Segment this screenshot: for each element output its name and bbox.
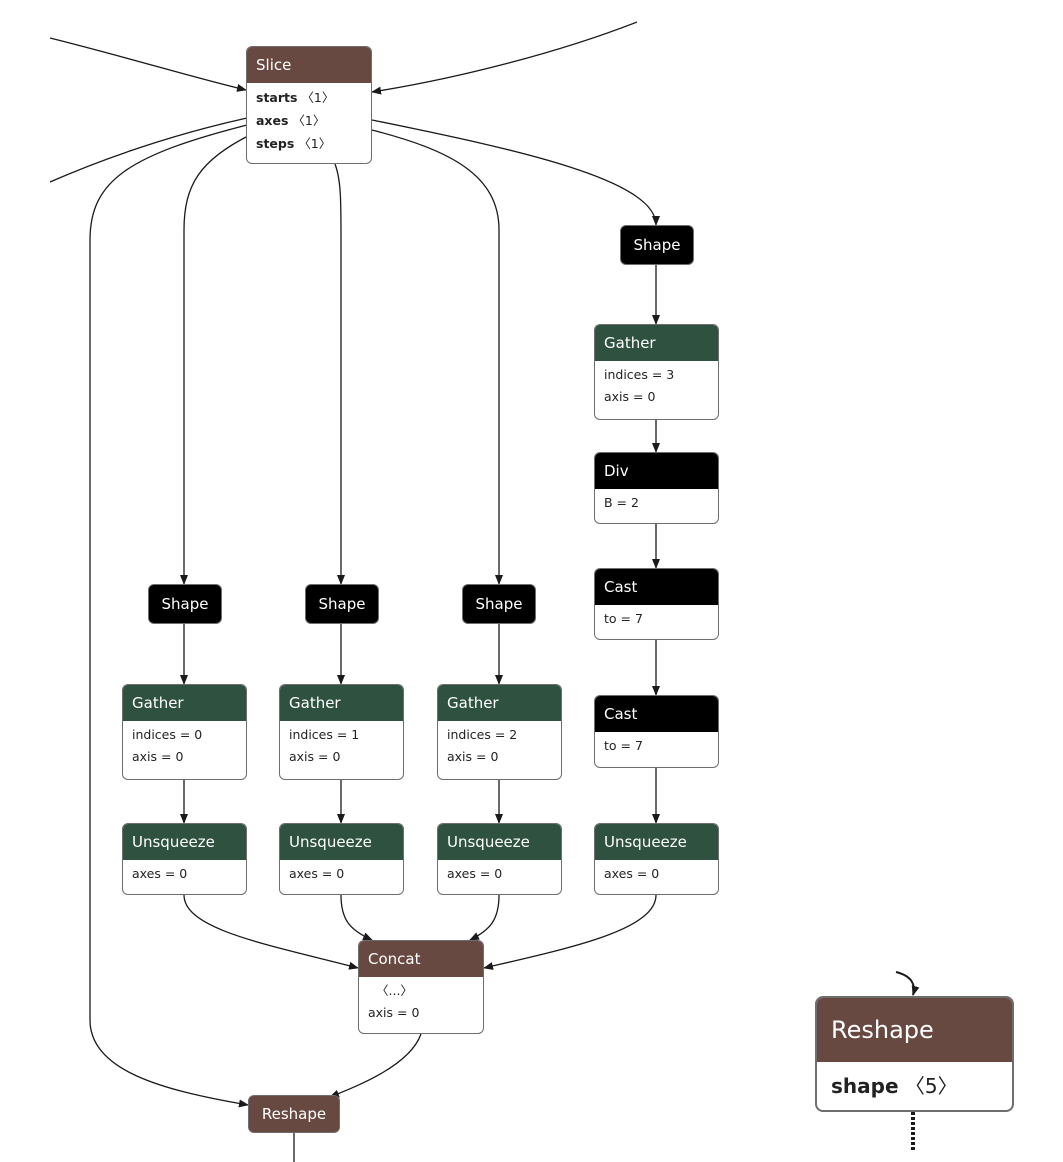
node-shape-right-title: Shape	[633, 236, 681, 254]
node-slice-attrs: starts 〈1〉 axes 〈1〉 steps 〈1〉	[247, 83, 371, 155]
node-gather-2[interactable]: Gather indices = 1 axis = 0	[279, 684, 404, 780]
node-cast-2-title: Cast	[595, 696, 718, 732]
attr-to: to = 7	[604, 738, 643, 753]
edge-unsq1-concat	[183, 894, 359, 970]
attr-shape: shape 〈5〉	[831, 1074, 958, 1098]
attr-axis: axis = 0	[368, 1005, 420, 1020]
edge-out-left	[49, 117, 248, 183]
attr-indices: indices = 0	[132, 727, 203, 742]
attr-axes: axes = 0	[447, 866, 503, 881]
node-unsqueeze-4[interactable]: Unsqueeze axes = 0	[594, 823, 719, 895]
node-gather-1[interactable]: Gather indices = 0 axis = 0	[122, 684, 247, 780]
attr-axes: axes 〈1〉	[256, 113, 326, 128]
node-unsqueeze-4-title: Unsqueeze	[595, 824, 718, 860]
node-reshape-zoom-title: Reshape	[817, 998, 1012, 1062]
edge-unsq2-concat	[340, 894, 373, 941]
attr-steps: steps 〈1〉	[256, 136, 332, 151]
node-shape-1-title: Shape	[161, 595, 209, 613]
node-unsqueeze-4-attrs: axes = 0	[595, 860, 718, 885]
edge-concat-reshape	[329, 1033, 422, 1098]
edge-slice-shape2	[334, 163, 345, 585]
node-cast-1[interactable]: Cast to = 7	[594, 568, 719, 640]
attr-to: to = 7	[604, 611, 643, 626]
edge-slice-shape1	[180, 134, 251, 585]
node-unsqueeze-1-attrs: axes = 0	[123, 860, 246, 885]
edge-zoom-in	[895, 971, 920, 996]
node-gather-2-attrs: indices = 1 axis = 0	[280, 721, 403, 768]
node-div[interactable]: Div B = 2	[594, 452, 719, 524]
node-gather-right[interactable]: Gather indices = 3 axis = 0	[594, 324, 719, 420]
attr-axis: axis = 0	[447, 749, 499, 764]
node-div-attrs: B = 2	[595, 489, 718, 514]
node-gather-3-attrs: indices = 2 axis = 0	[438, 721, 561, 768]
node-cast-1-attrs: to = 7	[595, 605, 718, 630]
node-shape-3[interactable]: Shape	[462, 584, 536, 624]
node-reshape-zoom-attrs: shape 〈5〉	[817, 1062, 1012, 1110]
attr-indices: indices = 3	[604, 367, 675, 382]
node-unsqueeze-2-title: Unsqueeze	[280, 824, 403, 860]
node-slice[interactable]: Slice starts 〈1〉 axes 〈1〉 steps 〈1〉	[246, 46, 372, 164]
node-gather-3-title: Gather	[438, 685, 561, 721]
node-div-title: Div	[595, 453, 718, 489]
node-reshape[interactable]: Reshape	[248, 1095, 340, 1133]
attr-axis: axis = 0	[604, 389, 656, 404]
node-unsqueeze-2[interactable]: Unsqueeze axes = 0	[279, 823, 404, 895]
node-gather-3[interactable]: Gather indices = 2 axis = 0	[437, 684, 562, 780]
attr-axes: axes = 0	[289, 866, 345, 881]
node-gather-1-title: Gather	[123, 685, 246, 721]
edge-in-left	[49, 37, 247, 92]
node-gather-2-title: Gather	[280, 685, 403, 721]
node-reshape-title: Reshape	[261, 1105, 327, 1123]
node-unsqueeze-1[interactable]: Unsqueeze axes = 0	[122, 823, 247, 895]
node-concat-attrs: 〈...〉 axis = 0	[359, 977, 483, 1024]
node-gather-right-attrs: indices = 3 axis = 0	[595, 361, 718, 408]
node-gather-right-title: Gather	[595, 325, 718, 361]
edge-unsq4-concat	[483, 894, 657, 970]
node-slice-title: Slice	[247, 47, 371, 83]
edge-slice-shaper	[371, 119, 660, 226]
attr-indices: indices = 1	[289, 727, 360, 742]
attr-axes: axes = 0	[132, 866, 188, 881]
node-cast-1-title: Cast	[595, 569, 718, 605]
attr-inputs: 〈...〉	[376, 983, 413, 998]
attr-axes: axes = 0	[604, 866, 660, 881]
node-unsqueeze-2-attrs: axes = 0	[280, 860, 403, 885]
node-cast-2[interactable]: Cast to = 7	[594, 695, 719, 768]
node-cast-2-attrs: to = 7	[595, 732, 718, 757]
node-concat-title: Concat	[359, 941, 483, 977]
node-shape-3-title: Shape	[475, 595, 523, 613]
node-unsqueeze-1-title: Unsqueeze	[123, 824, 246, 860]
edge-unsq3-concat	[469, 894, 500, 941]
node-shape-2[interactable]: Shape	[305, 584, 379, 624]
node-concat[interactable]: Concat 〈...〉 axis = 0	[358, 940, 484, 1034]
edge-in-right	[371, 21, 638, 95]
node-unsqueeze-3-attrs: axes = 0	[438, 860, 561, 885]
node-unsqueeze-3-title: Unsqueeze	[438, 824, 561, 860]
attr-axis: axis = 0	[132, 749, 184, 764]
attr-axis: axis = 0	[289, 749, 341, 764]
node-shape-1[interactable]: Shape	[148, 584, 222, 624]
node-unsqueeze-3[interactable]: Unsqueeze axes = 0	[437, 823, 562, 895]
node-gather-1-attrs: indices = 0 axis = 0	[123, 721, 246, 768]
attr-starts: starts 〈1〉	[256, 90, 335, 105]
node-shape-right[interactable]: Shape	[620, 225, 694, 265]
edge-slice-reshape	[89, 124, 249, 1108]
attr-indices: indices = 2	[447, 727, 518, 742]
node-shape-2-title: Shape	[318, 595, 366, 613]
attr-b: B = 2	[604, 495, 639, 510]
node-reshape-zoom[interactable]: Reshape shape 〈5〉	[815, 996, 1014, 1112]
edge-slice-shape3	[371, 129, 503, 585]
